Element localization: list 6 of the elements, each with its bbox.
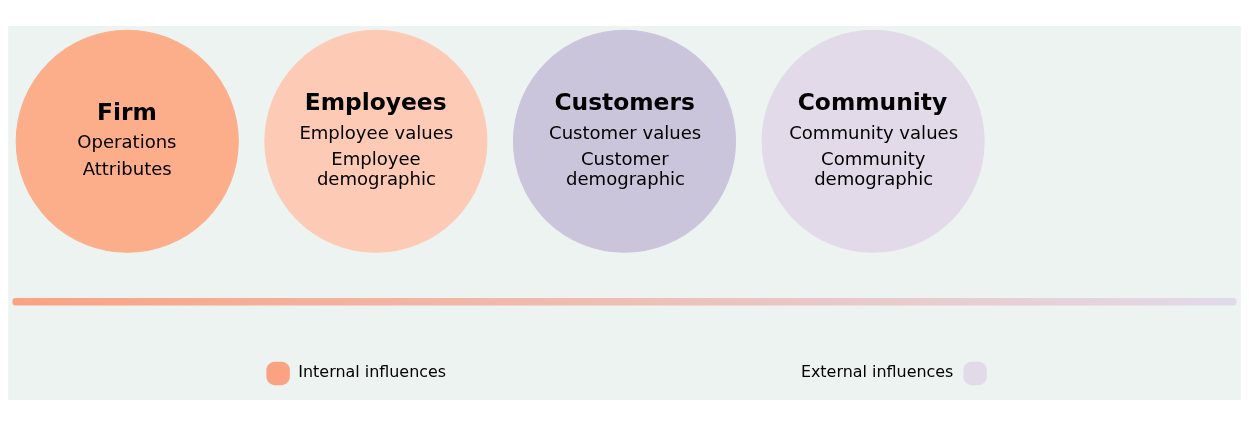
node-circle: Employees Employee values Employee demographic [264, 29, 488, 253]
legend-label: External influences [800, 361, 954, 381]
node-circle: Firm Operations Attributes [15, 29, 239, 253]
node-circle: Customers Customer values Customer demographic [512, 29, 737, 253]
legend-label: Internal influences [298, 361, 447, 381]
node-circle: Community Community values Community demographic [761, 29, 985, 253]
